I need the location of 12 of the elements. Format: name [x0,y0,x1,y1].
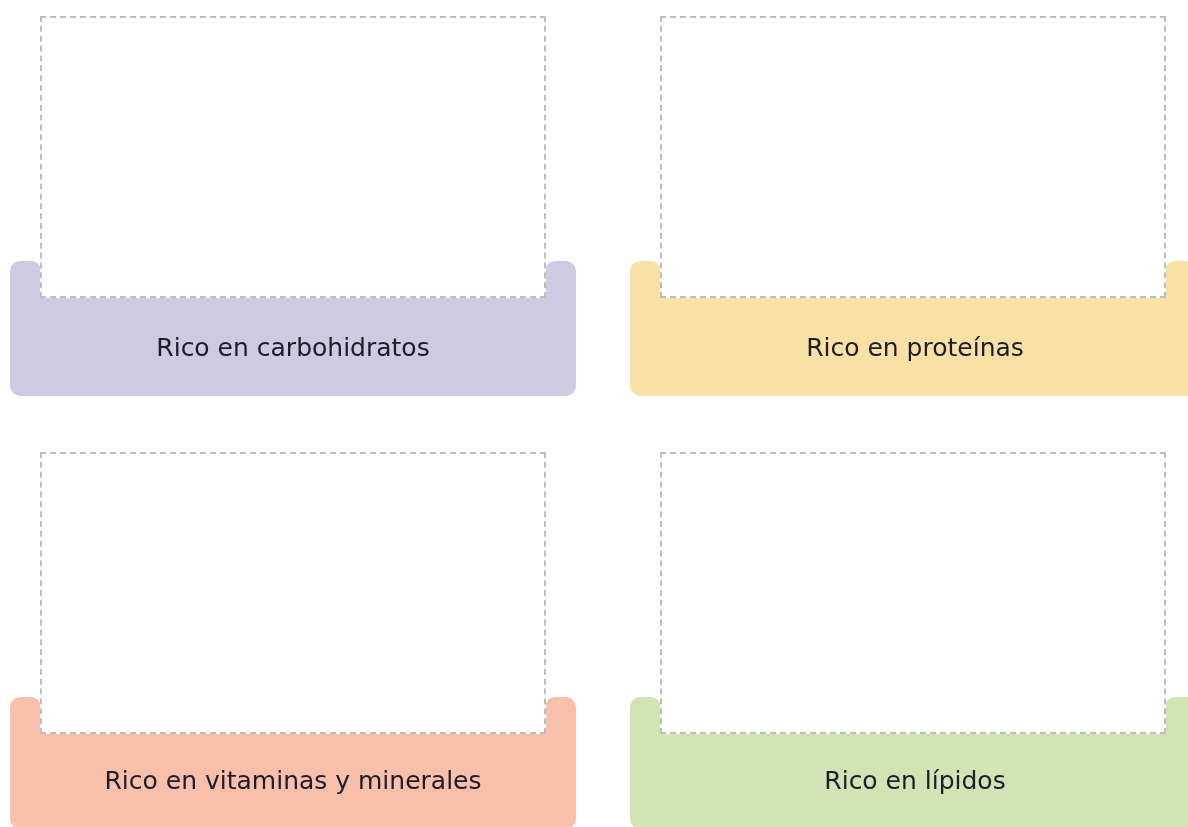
category-label: Rico en vitaminas y minerales [103,766,483,795]
category-label: Rico en proteínas [805,333,1025,362]
answer-box [660,452,1166,734]
category-label: Rico en carbohidratos [155,333,431,362]
label-band [10,734,576,827]
label-band [630,298,1188,396]
answer-box [40,452,546,734]
label-band [630,734,1188,827]
category-label: Rico en lípidos [823,766,1007,795]
answer-box [40,16,546,298]
answer-box [660,16,1166,298]
label-band [10,298,576,396]
